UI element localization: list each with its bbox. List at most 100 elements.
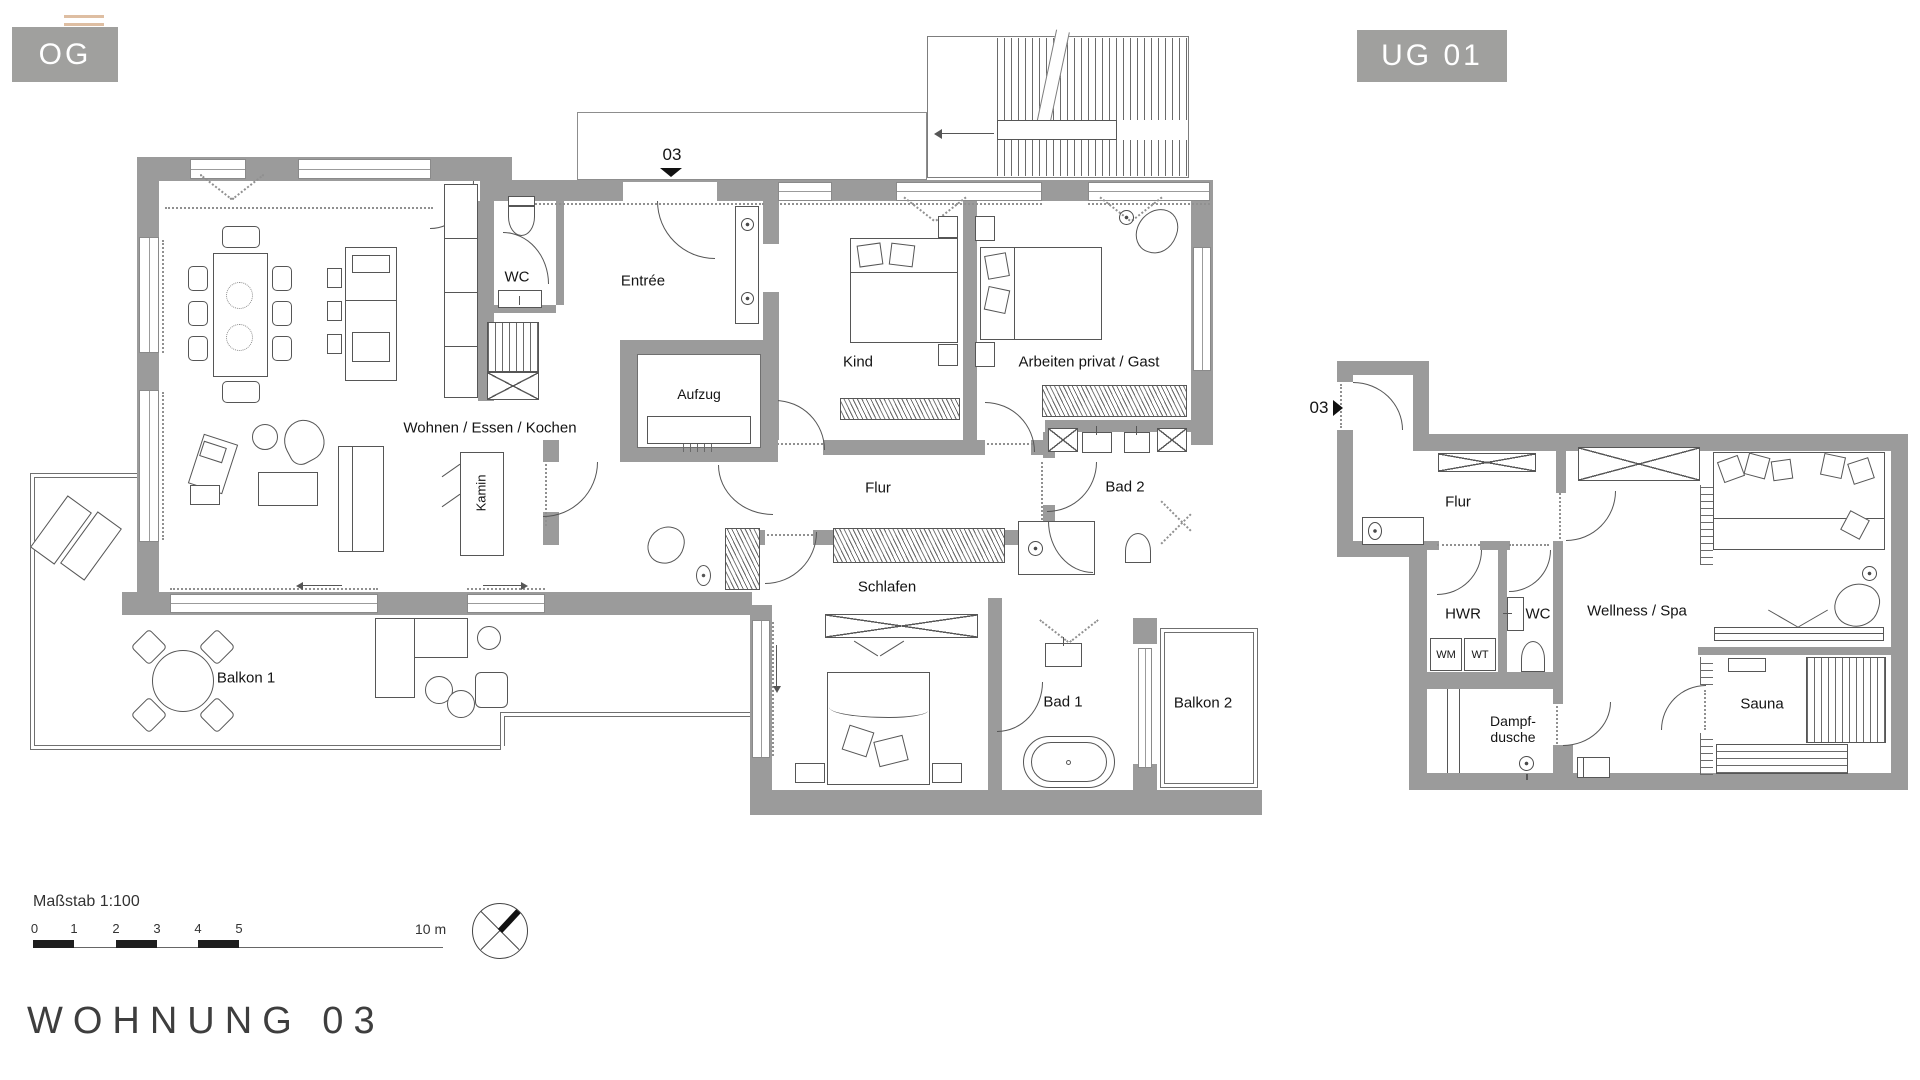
dotted-line — [162, 240, 164, 353]
dotted-chevron — [1039, 619, 1069, 643]
scale-tick: 2 — [112, 921, 120, 936]
balkon2-outline — [1160, 628, 1258, 788]
scale-tick: 3 — [153, 921, 161, 936]
terrace-line — [34, 477, 35, 746]
tap-icon — [1136, 426, 1137, 435]
wardrobe-hatched — [833, 528, 1005, 563]
outdoor-round-table — [477, 626, 501, 650]
wall — [1480, 541, 1510, 550]
door-arc — [1566, 491, 1616, 541]
wall — [1498, 550, 1507, 672]
stair-landing-rail — [997, 120, 1117, 140]
dotted-line — [1509, 544, 1549, 546]
entry-door-opening — [623, 182, 717, 201]
chair — [272, 266, 292, 291]
wall — [543, 512, 559, 545]
ug-entrance-triangle-icon — [1333, 400, 1343, 416]
floor-lamp — [696, 565, 711, 586]
bar-stool — [327, 268, 342, 288]
wall — [1133, 618, 1157, 644]
north-arrow-icon — [472, 903, 528, 959]
terrace-line — [34, 477, 137, 478]
ceiling-mark — [1768, 609, 1798, 628]
toilet-bowl — [1125, 533, 1151, 563]
window — [190, 159, 246, 179]
window — [1138, 648, 1152, 768]
armchair-curved — [276, 413, 332, 469]
og-entrance-triangle-icon — [660, 168, 682, 177]
door-arc — [1353, 382, 1403, 430]
ug-entrance-label: 03 — [1309, 398, 1329, 417]
room-label-entree: Entrée — [620, 272, 666, 290]
scale-bar-segment — [33, 940, 74, 948]
coffee-table — [258, 472, 318, 506]
wall — [1553, 689, 1563, 704]
chair — [272, 336, 292, 361]
fireplace-flue — [441, 493, 461, 508]
room-label-arbeiten: Arbeiten privat / Gast — [1018, 353, 1160, 371]
door-arc — [985, 402, 1035, 452]
plate-decor — [226, 324, 253, 351]
bathtub-inner — [1031, 742, 1107, 782]
nightstand — [975, 216, 995, 241]
room-label-kamin: Kamin — [473, 474, 489, 512]
toilet-bowl — [1521, 641, 1545, 672]
scale-tick: 4 — [194, 921, 202, 936]
door-arc — [1563, 702, 1611, 746]
chair — [188, 336, 208, 361]
room-label-wohnen: Wohnen / Essen / Kochen — [403, 419, 577, 437]
floor-badge-ug: UG 01 — [1357, 30, 1507, 82]
glass-partition — [1459, 689, 1460, 773]
door-arc — [1509, 550, 1551, 592]
closet-hatched — [487, 322, 539, 372]
stair-arrow-icon — [934, 129, 942, 139]
dotted-line — [1437, 544, 1480, 546]
door-arc — [765, 532, 817, 584]
og-entrance-label: 03 — [662, 145, 682, 164]
nightstand — [795, 763, 825, 783]
terrace-line — [500, 712, 750, 713]
wall — [486, 305, 556, 313]
spot-symbol — [1862, 566, 1877, 581]
wall — [543, 440, 559, 462]
appliance-label-wt: WT — [1471, 649, 1489, 661]
bed-line — [1014, 248, 1015, 339]
wall — [1133, 764, 1157, 792]
terrace-line — [504, 716, 505, 746]
spa-bench — [1714, 627, 1884, 641]
window — [752, 620, 770, 758]
dotted-line — [170, 588, 378, 590]
wall — [963, 201, 977, 440]
nightstand — [932, 763, 962, 783]
door-arc — [775, 400, 825, 450]
wall — [763, 182, 779, 244]
pillow — [856, 242, 884, 268]
room-label-flur: Flur — [865, 479, 891, 497]
spot-symbol — [1119, 210, 1134, 225]
sofa-line — [352, 447, 353, 551]
washbasin — [1124, 432, 1150, 453]
nightstand — [975, 342, 995, 367]
kitchen-tall-units — [444, 184, 478, 398]
door-arc — [1661, 685, 1706, 730]
chair — [222, 381, 260, 403]
room-label-hwr: HWR — [1445, 605, 1481, 623]
room-label-balkon1: Balkon 1 — [216, 669, 276, 687]
chair — [188, 266, 208, 291]
wardrobe-hatched — [1042, 385, 1187, 417]
elevator-door — [683, 444, 715, 452]
room-label-ug-flur: Flur — [1445, 493, 1471, 511]
wall — [1891, 434, 1908, 790]
wall — [823, 440, 985, 455]
bath-cabinet-crossed — [1048, 428, 1078, 452]
daybed-line — [1713, 518, 1885, 519]
dotted-chevron — [1069, 619, 1099, 643]
wood-wall-hatch — [1700, 657, 1713, 685]
floor-badge-og-label: OG — [38, 37, 92, 71]
scale-bar-segment — [198, 940, 239, 948]
wall — [988, 598, 1002, 790]
sheet-title: WOHNUNG 03 — [27, 1000, 385, 1042]
sliding-door — [170, 594, 378, 613]
bath-cabinet-crossed — [1157, 428, 1187, 452]
room-label-bad2: Bad 2 — [1105, 478, 1145, 496]
